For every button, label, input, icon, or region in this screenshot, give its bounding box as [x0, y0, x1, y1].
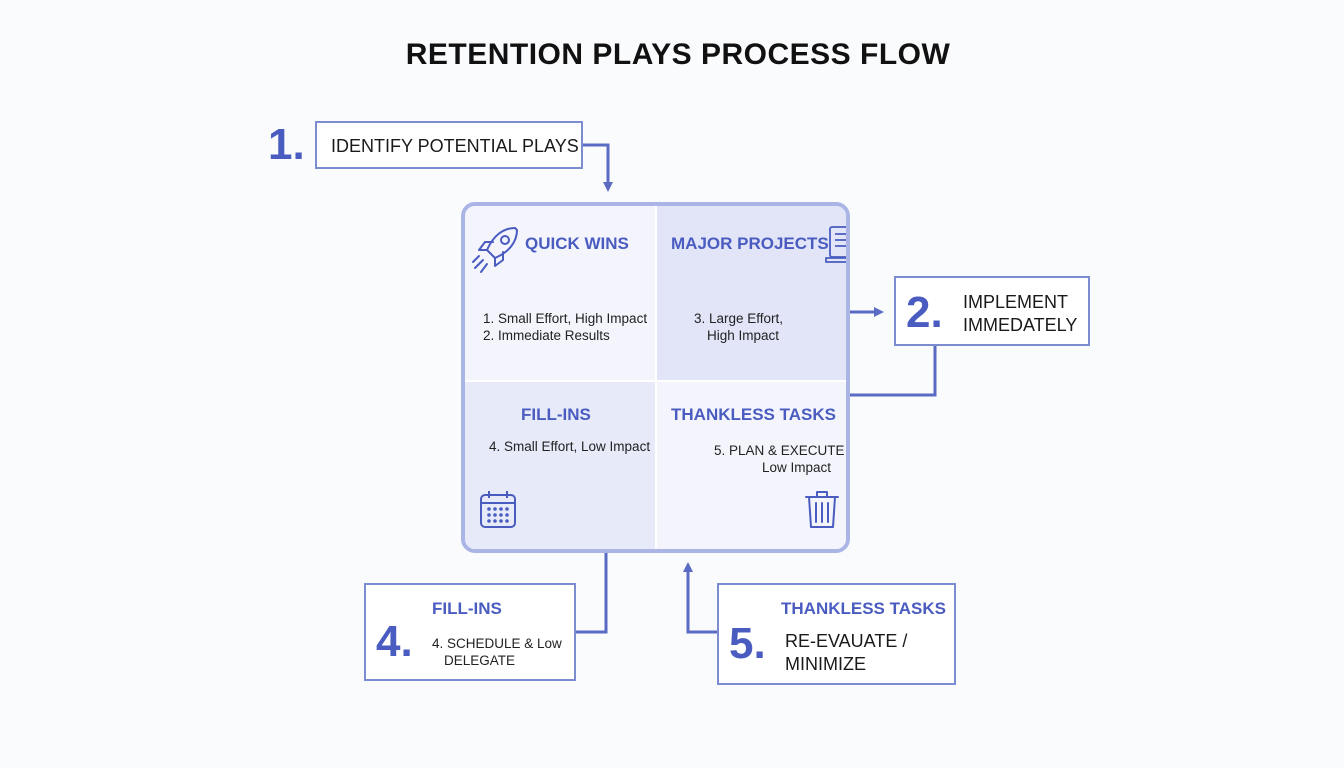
- step5-line1: RE-EVAUATE /: [785, 631, 908, 651]
- calendar-icon: [480, 491, 516, 528]
- quick-wins-line1: 1. Small Effort, High Impact: [483, 311, 648, 326]
- quadrant-major-projects: MAJOR PROJECTS 3. Large Effort, High Imp…: [656, 206, 846, 381]
- arrow-step5-to-matrix: [683, 562, 717, 634]
- fill-ins-title: FILL-INS: [521, 405, 591, 424]
- priority-matrix: QUICK WINS 1. Small Effort, High Impact …: [461, 202, 850, 553]
- step5-heading: THANKLESS TASKS: [781, 599, 946, 618]
- thankless-tasks-line2: Low Impact: [762, 460, 832, 475]
- rocket-icon: [472, 227, 518, 273]
- matrix-divider-horizontal: [465, 380, 846, 382]
- step5-line2: MINIMIZE: [785, 654, 866, 674]
- trash-icon: [805, 491, 839, 528]
- step1-label: IDENTIFY POTENTIAL PLAYS: [331, 136, 579, 156]
- step4-line1: 4. SCHEDULE & Low: [432, 636, 562, 651]
- step5-number: 5.: [729, 619, 766, 668]
- major-projects-line2: High Impact: [707, 328, 780, 343]
- step4-number: 4.: [376, 617, 413, 666]
- line-matrix-to-step4: [576, 553, 608, 634]
- step5-box: THANKLESS TASKS 5. RE-EVAUATE / MINIMIZE: [717, 583, 956, 685]
- step2-line2: IMMEDATELY: [963, 315, 1078, 335]
- matrix-divider-vertical: [655, 206, 657, 549]
- thankless-tasks-title: THANKLESS TASKS: [671, 405, 836, 424]
- quadrant-fill-ins: FILL-INS 4. Small Effort, Low Impact: [465, 381, 656, 549]
- thankless-tasks-line1: 5. PLAN & EXECUTE: [714, 443, 845, 458]
- line-step2-to-thankless: [850, 345, 937, 397]
- quick-wins-line2: 2. Immediate Results: [483, 328, 610, 343]
- step2-box: 2. IMPLEMENT IMMEDATELY: [894, 276, 1090, 346]
- step1-box: IDENTIFY POTENTIAL PLAYS: [315, 121, 583, 169]
- step1-number: 1.: [268, 120, 305, 169]
- quadrant-thankless-tasks: THANKLESS TASKS 5. PLAN & EXECUTE Low Im…: [656, 381, 846, 549]
- quick-wins-title: QUICK WINS: [525, 234, 629, 253]
- step2-line1: IMPLEMENT: [963, 292, 1069, 312]
- page-title: RETENTION PLAYS PROCESS FLOW: [405, 38, 951, 71]
- document-icon: [825, 226, 846, 263]
- major-projects-line1: 3. Large Effort,: [694, 311, 784, 326]
- step2-number: 2.: [906, 288, 943, 337]
- arrow-step1-to-matrix: [582, 143, 613, 192]
- fill-ins-line1: 4. Small Effort, Low Impact: [489, 439, 651, 454]
- step4-line2: DELEGATE: [444, 653, 516, 668]
- quadrant-quick-wins: QUICK WINS 1. Small Effort, High Impact …: [465, 206, 656, 381]
- step4-heading: FILL-INS: [432, 599, 502, 618]
- step4-box: FILL-INS 4. 4. SCHEDULE & Low DELEGATE: [364, 583, 576, 681]
- major-projects-title: MAJOR PROJECTS: [671, 234, 829, 253]
